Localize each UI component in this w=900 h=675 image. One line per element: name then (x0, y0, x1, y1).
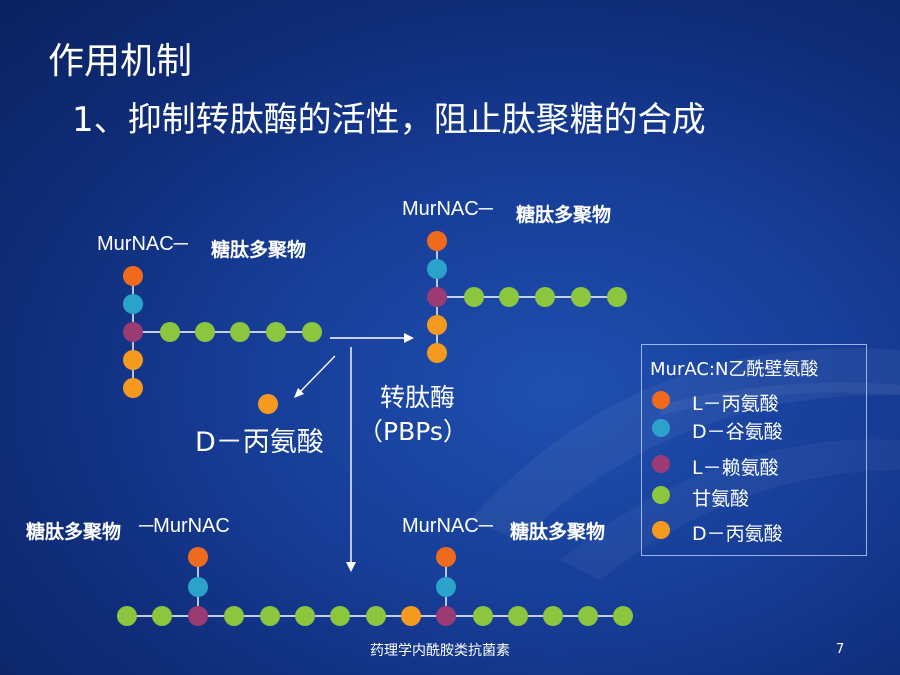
d-glutamate-dot (123, 294, 143, 314)
l-alanine-dot (123, 266, 143, 286)
release-arrow (296, 355, 336, 396)
l-lysine-dot (427, 287, 447, 307)
glycine-dot (230, 322, 250, 342)
slide-subtitle: 1、抑制转肽酶的活性，阻止肽聚糖的合成 (72, 100, 706, 140)
polymer-label-bottom-right: 糖肽多聚物 (510, 521, 606, 543)
glycine-dot (295, 606, 315, 626)
d-alanine-dot (427, 315, 447, 335)
slide-footer: 药理学内酰胺类抗菌素 (370, 643, 510, 659)
glycine-dot (571, 287, 591, 307)
glycine-dot (578, 606, 598, 626)
glycine-dot (117, 606, 137, 626)
glycine-dot (607, 287, 627, 307)
l-alanine-dot-icon (652, 391, 670, 409)
glycine-dot (160, 322, 180, 342)
page-number: 7 (836, 642, 845, 657)
glycine-dot (152, 606, 172, 626)
reaction-arrow-down-head (346, 562, 356, 572)
d-glutamate-dot (436, 577, 456, 597)
d-alanine-dot (123, 378, 143, 398)
l-lysine-dot (123, 322, 143, 342)
d-glutamate-dot (188, 577, 208, 597)
amino-acid-dots (117, 231, 633, 626)
legend-item-label: D－丙氨酸 (692, 523, 783, 545)
l-alanine-dot (427, 231, 447, 251)
murnac-label-bottom-left: ─MurNAC (139, 515, 230, 537)
glycine-dot (508, 606, 528, 626)
glycine-dot (195, 322, 215, 342)
murnac-label-top-left: MurNAC─ (97, 233, 188, 255)
polymer-label-top-left: 糖肽多聚物 (211, 239, 307, 261)
d-alanine-dot (123, 350, 143, 370)
legend-item-label: D－谷氨酸 (692, 421, 783, 443)
glycine-dot (260, 606, 280, 626)
release-arrow-head (294, 388, 304, 398)
l-alanine-dot (436, 547, 456, 567)
polymer-label-top-right: 糖肽多聚物 (516, 204, 612, 226)
glycine-dot (473, 606, 493, 626)
d-alanine-dot (427, 343, 447, 363)
glycine-dot (302, 322, 322, 342)
l-alanine-dot (188, 547, 208, 567)
glycine-dot (366, 606, 386, 626)
enzyme-name: 转肽酶 (380, 383, 456, 412)
legend-title: MurAC:N乙酰壁氨酸 (650, 359, 819, 380)
glycine-dot (543, 606, 563, 626)
murnac-label-top-right: MurNAC─ (402, 198, 493, 220)
d-alanine-dot (258, 394, 278, 414)
legend-item-label: 甘氨酸 (692, 488, 750, 510)
glycine-dot (330, 606, 350, 626)
d-alanine-dot-icon (652, 521, 670, 539)
glycine-dot (224, 606, 244, 626)
d-glutamate-dot (427, 259, 447, 279)
l-lysine-dot (188, 606, 208, 626)
murnac-label-bottom-right: MurNAC─ (402, 515, 493, 537)
polymer-label-bottom-left: 糖肽多聚物 (26, 521, 122, 543)
glycine-dot (535, 287, 555, 307)
glycine-dot (499, 287, 519, 307)
legend-item-label: L－赖氨酸 (692, 457, 779, 479)
released-d-alanine-label: D－丙氨酸 (195, 427, 324, 458)
glycine-dot (266, 322, 286, 342)
l-lysine-dot (436, 606, 456, 626)
enzyme-abbreviation: （PBPs） (358, 417, 468, 446)
glycine-dot (464, 287, 484, 307)
l-lysine-dot-icon (652, 455, 670, 473)
d-glutamate-dot-icon (652, 419, 670, 437)
legend-item-label: L－丙氨酸 (692, 393, 779, 415)
glycine-dot (613, 606, 633, 626)
legend: MurAC:N乙酰壁氨酸 L－丙氨酸 D－谷氨酸 L－赖氨酸 甘氨酸 D－丙氨酸 (641, 344, 867, 556)
reaction-arrow-right-head (404, 333, 414, 343)
slide-title: 作用机制 (48, 41, 193, 82)
glycine-dot-icon (652, 486, 670, 504)
d-alanine-dot (401, 606, 421, 626)
